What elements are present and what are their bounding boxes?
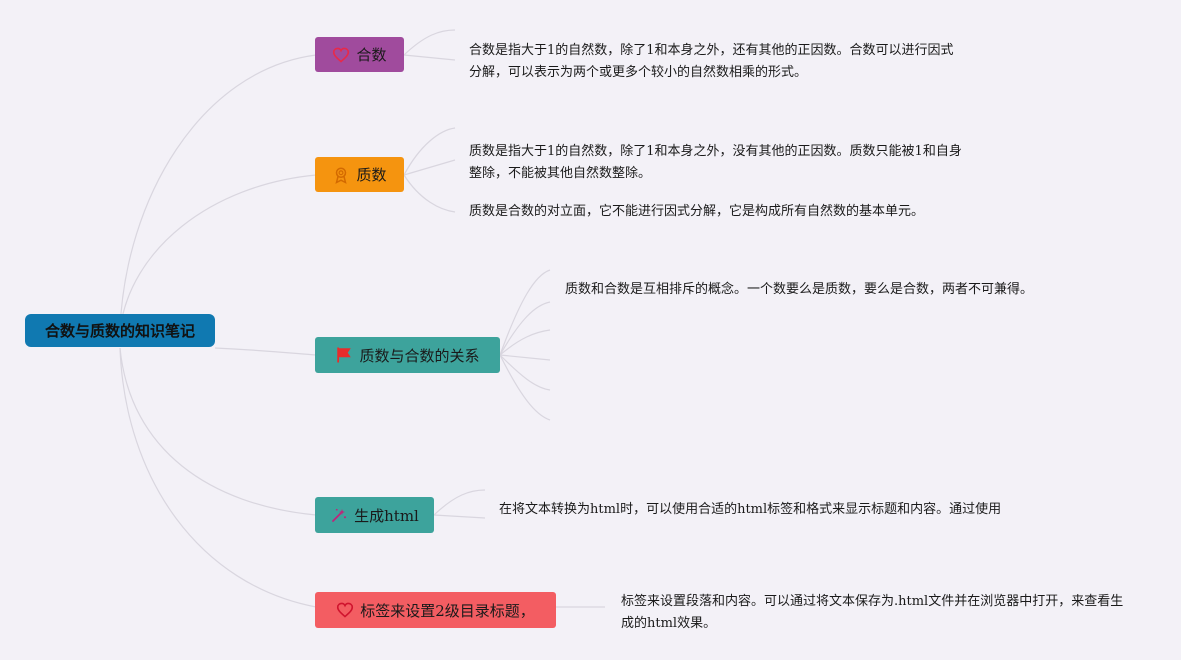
branch-label: 标签来设置2级目录标题，: [360, 601, 535, 620]
branch-node-generate-html[interactable]: 生成html: [315, 497, 434, 533]
root-label: 合数与质数的知识笔记: [44, 322, 195, 340]
branch-label: 质数与合数的关系: [359, 346, 480, 365]
link-root-b3: [214, 347, 317, 356]
link-b2-n1: [403, 127, 456, 176]
link-b3-n3: [499, 329, 551, 356]
link-b3-n4: [499, 354, 551, 361]
branch-label: 生成html: [354, 506, 419, 525]
branch-label: 质数: [356, 166, 387, 184]
note-relation: 质数和合数是互相排斥的概念。一个数要么是质数，要么是合数，两者不可兼得。: [565, 282, 1034, 297]
flag-icon: [335, 346, 353, 364]
link-b3-n1: [499, 269, 551, 356]
link-b3-n2: [499, 301, 551, 356]
branch-node-composite[interactable]: 合数: [315, 37, 404, 72]
note-prime-opposite: 质数是合数的对立面，它不能进行因式分解，它是构成所有自然数的基本单元。: [469, 204, 925, 219]
award-icon: [332, 166, 350, 184]
link-root-b4: [119, 347, 317, 516]
link-root-b2: [119, 174, 317, 331]
branch-node-prime[interactable]: 质数: [315, 157, 404, 192]
link-b2-n2: [403, 159, 456, 176]
note-prime-definition: 质数是指大于1的自然数，除了1和本身之外，没有其他的正因数。质数只能被1和自身整…: [469, 144, 962, 181]
link-root-b1: [119, 54, 317, 331]
branch-node-relation[interactable]: 质数与合数的关系: [315, 337, 500, 373]
heart-icon: [332, 47, 350, 63]
root-node[interactable]: 合数与质数的知识笔记: [25, 314, 215, 347]
magic-wand-icon: [330, 506, 348, 524]
link-root-b5: [119, 347, 317, 608]
note-generate-html: 在将文本转换为html时，可以使用合适的html标签和格式来显示标题和内容。通过…: [499, 502, 1002, 517]
heart-icon: [336, 602, 354, 618]
note-composite-definition: 合数是指大于1的自然数，除了1和本身之外，还有其他的正因数。合数可以进行因式分解…: [469, 43, 954, 80]
branch-label: 合数: [356, 46, 387, 64]
branch-node-heading-tag[interactable]: 标签来设置2级目录标题，: [315, 592, 556, 628]
link-b3-n6: [499, 354, 551, 421]
link-b4-n1: [433, 489, 486, 516]
note-heading-tag: 标签来设置段落和内容。可以通过将文本保存为.html文件并在浏览器中打开，来查看…: [621, 594, 1124, 631]
link-b4-n2: [433, 514, 486, 519]
link-b1-n2: [403, 54, 456, 61]
link-b3-n5: [499, 354, 551, 391]
link-b1-n1: [403, 29, 456, 56]
link-b2-n3: [403, 174, 456, 213]
